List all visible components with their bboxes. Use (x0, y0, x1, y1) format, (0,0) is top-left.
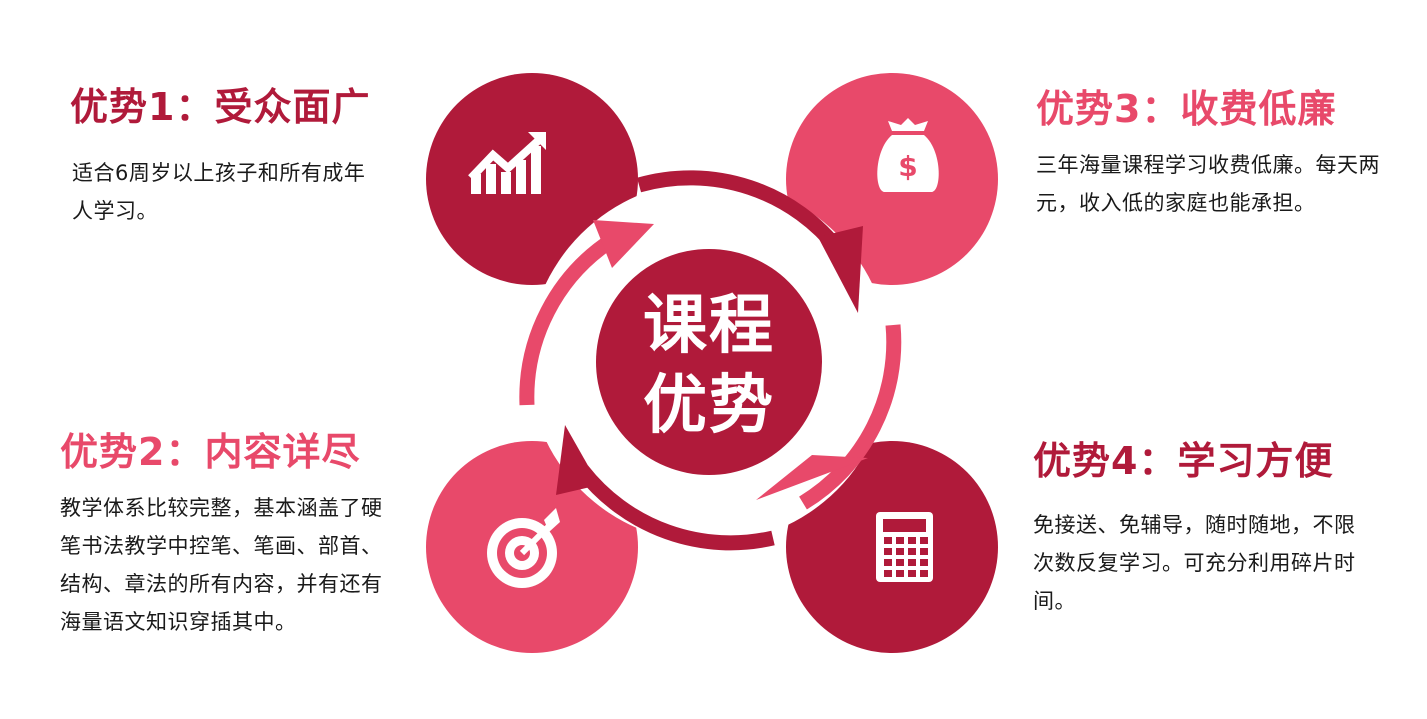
money-bag-icon: $ (877, 118, 939, 192)
growth-chart-icon (468, 132, 546, 194)
svg-text:$: $ (898, 150, 917, 183)
center-circle (596, 249, 822, 475)
advantage-2-description: 教学体系比较完整，基本涵盖了硬笔书法教学中控笔、笔画、部首、结构、章法的所有内容… (60, 496, 383, 634)
advantage-4-title: 优势4：学习方便 (1033, 439, 1334, 483)
advantage-1-title: 优势1：受众面广 (70, 85, 371, 129)
advantage-3-description: 三年海量课程学习收费低廉。每天两元，收入低的家庭也能承担。 (1036, 153, 1380, 215)
advantage-2-title: 优势2：内容详尽 (60, 430, 361, 474)
center-title-line-2: 优势 (643, 369, 775, 443)
calculator-icon (876, 512, 933, 582)
advantage-3-title: 优势3：收费低廉 (1036, 87, 1337, 131)
center-title-line-1: 课程 (643, 289, 775, 363)
cycle-arrows (519, 170, 902, 551)
advantage-4-description: 免接送、免辅导，随时随地，不限次数反复学习。可充分利用碎片时间。 (1033, 513, 1356, 613)
advantage-1-description: 适合6周岁以上孩子和所有成年人学习。 (72, 161, 366, 223)
target-icon (487, 508, 560, 588)
